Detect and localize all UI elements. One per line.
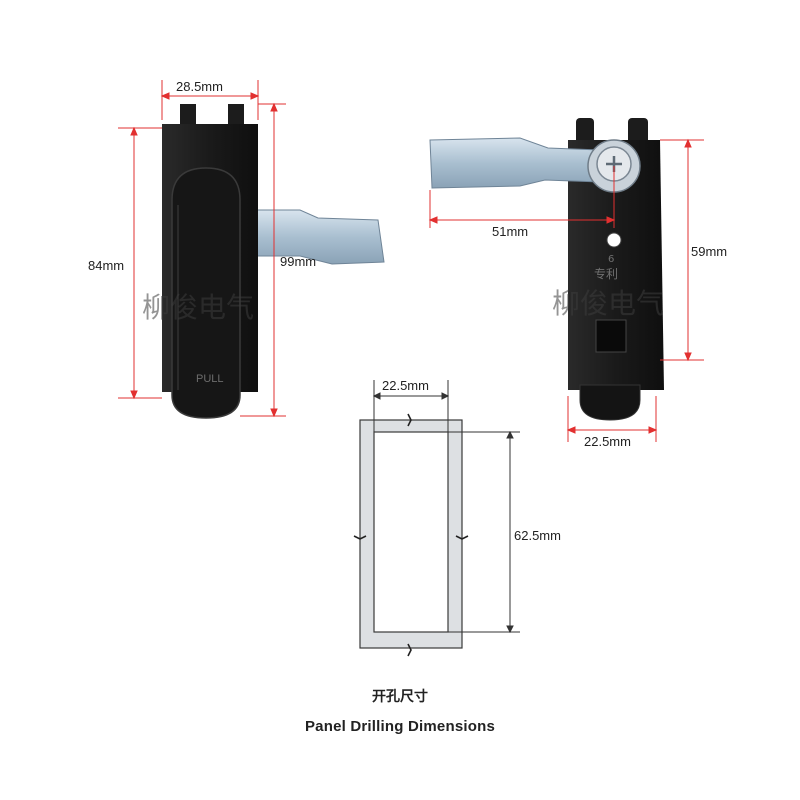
width-label-right: 22.5mm: [584, 434, 631, 449]
watermark-right: 柳俊电气: [552, 287, 665, 320]
handle-length-label: 51mm: [492, 224, 528, 239]
embossed-mark: 6: [608, 254, 614, 265]
height-label-left: 84mm: [88, 258, 124, 273]
cutout-width-label: 22.5mm: [382, 378, 429, 393]
height-dimension-right: [660, 138, 704, 362]
left-latch-handle: [171, 167, 241, 419]
total-height-dimension: [240, 102, 286, 418]
right-latch-body: [568, 140, 664, 390]
back-hole: [606, 232, 622, 248]
total-height-label: 99mm: [280, 254, 316, 269]
panel-cutout-drawing: 22.5mm 62.5mm: [353, 378, 561, 657]
cutout-height-dimension: [448, 430, 520, 634]
back-handle-end: [579, 384, 641, 421]
caption-english: Panel Drilling Dimensions: [304, 718, 496, 735]
pull-embossed-text: PULL: [196, 373, 224, 385]
left-metal-tongue: [251, 209, 385, 265]
left-latch-view: PULL 28.5mm 84mm 99mm: [88, 79, 385, 419]
width-dimension-left: [160, 80, 260, 120]
back-top-tab-right: [628, 118, 648, 144]
left-top-tab: [180, 104, 196, 126]
width-dimension-right: [566, 396, 658, 442]
embossed-patent-text: 专利: [594, 266, 618, 281]
handle-length-dimension: [428, 166, 616, 228]
height-label-right: 59mm: [691, 244, 727, 259]
caption-chinese: 开孔尺寸: [372, 689, 428, 705]
right-top-tab: [228, 104, 244, 126]
back-latch-opening: [595, 319, 627, 353]
cutout-inner: [373, 431, 449, 633]
width-label-left: 28.5mm: [176, 79, 223, 94]
height-dimension-left: [118, 126, 162, 400]
back-top-tab-left: [576, 118, 594, 144]
cutout-height-label: 62.5mm: [514, 528, 561, 543]
right-latch-view: 6 专利 51mm 59mm: [428, 118, 727, 449]
cutout-width-dimension: [372, 380, 450, 432]
watermark-left: 柳俊电气: [142, 291, 255, 324]
